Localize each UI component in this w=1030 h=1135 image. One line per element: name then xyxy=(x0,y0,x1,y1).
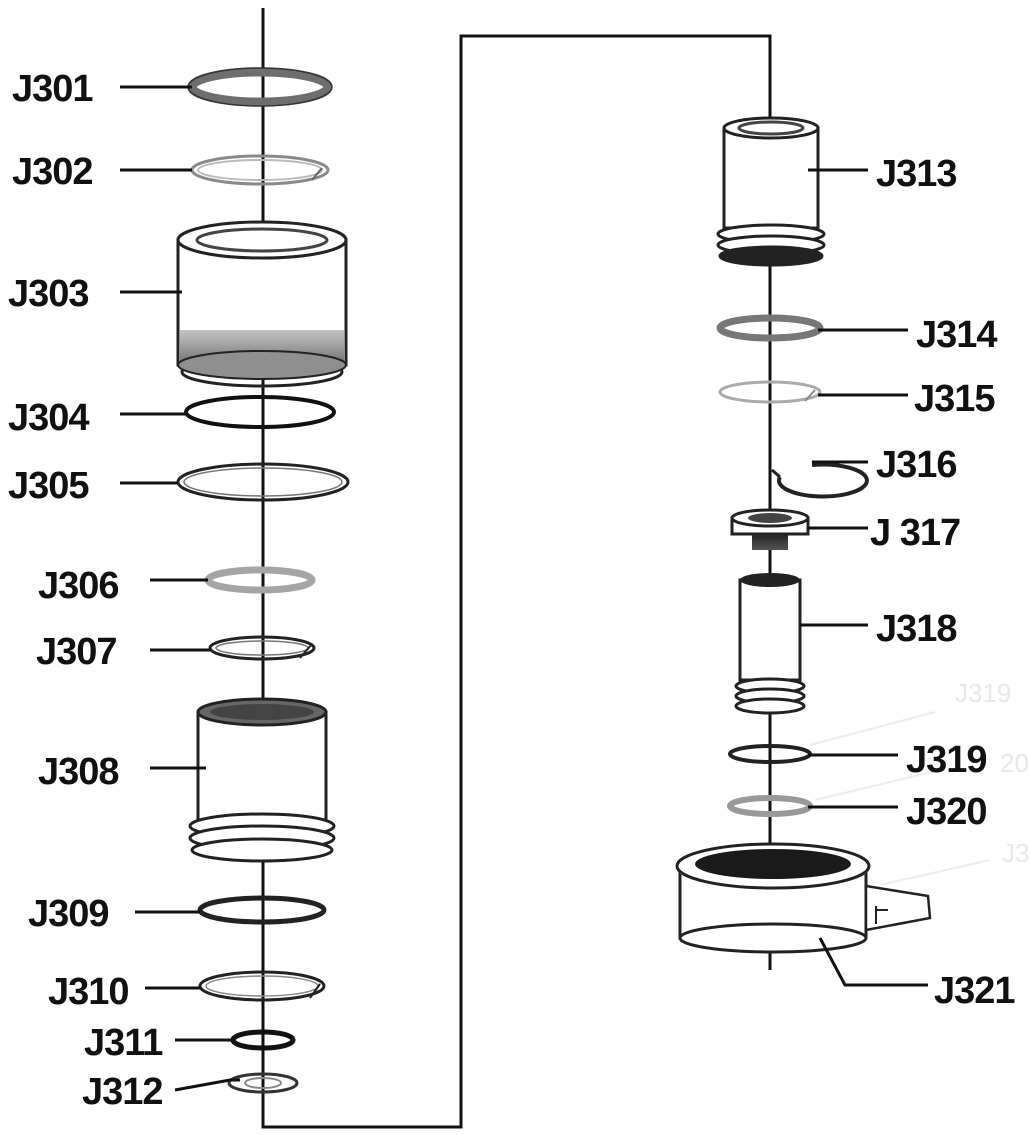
part-j308-threaded-housing xyxy=(188,697,336,863)
label-j303: J303 xyxy=(8,273,89,315)
part-j312-washer xyxy=(227,1072,299,1094)
part-j310-split-ring xyxy=(198,970,326,1002)
part-j313-tube xyxy=(716,116,826,267)
label-j307: J307 xyxy=(36,631,117,673)
label-j320: J320 xyxy=(906,791,987,833)
part-j301-ring xyxy=(187,67,333,107)
label-j305: J305 xyxy=(8,465,89,507)
part-j309-ring xyxy=(197,895,327,925)
ghost-label-1: J319 xyxy=(955,678,1011,708)
label-j314: J314 xyxy=(916,314,997,356)
label-j313: J313 xyxy=(876,153,957,195)
ghost-label-2: 20 xyxy=(1000,748,1029,778)
part-j306-ring xyxy=(204,566,316,594)
label-j310: J310 xyxy=(48,971,129,1013)
ghost-leader-lines xyxy=(809,711,991,886)
part-j318-tube xyxy=(734,573,806,715)
part-j317-nut xyxy=(730,508,810,550)
label-j317: J 317 xyxy=(870,512,960,554)
leader-lines xyxy=(120,85,928,1092)
label-j311: J311 xyxy=(84,1022,163,1064)
assembly-axis-line xyxy=(261,8,772,1129)
part-j302-split-ring xyxy=(190,154,330,186)
part-j303-housing xyxy=(176,220,348,388)
label-j312: J312 xyxy=(82,1071,163,1113)
part-j314-ring xyxy=(716,314,824,342)
label-j306: J306 xyxy=(38,565,119,607)
label-j309: J309 xyxy=(28,893,109,935)
part-j304-o-ring xyxy=(184,395,336,429)
part-j307-split-ring xyxy=(208,635,316,661)
part-j315-split-ring xyxy=(718,380,822,404)
label-j308: J308 xyxy=(38,751,119,793)
label-j302: J302 xyxy=(12,151,93,193)
label-j315: J315 xyxy=(914,378,995,420)
label-j316: J316 xyxy=(876,444,957,486)
part-j316-snap-ring xyxy=(771,462,869,499)
ghost-label-3: J3 xyxy=(1002,838,1029,868)
label-j319: J319 xyxy=(906,739,987,781)
label-j301: J301 xyxy=(12,68,93,110)
label-j304: J304 xyxy=(8,397,89,439)
part-j321-base xyxy=(675,842,932,954)
label-j321: J321 xyxy=(934,970,1015,1012)
label-j318: J318 xyxy=(876,608,957,650)
